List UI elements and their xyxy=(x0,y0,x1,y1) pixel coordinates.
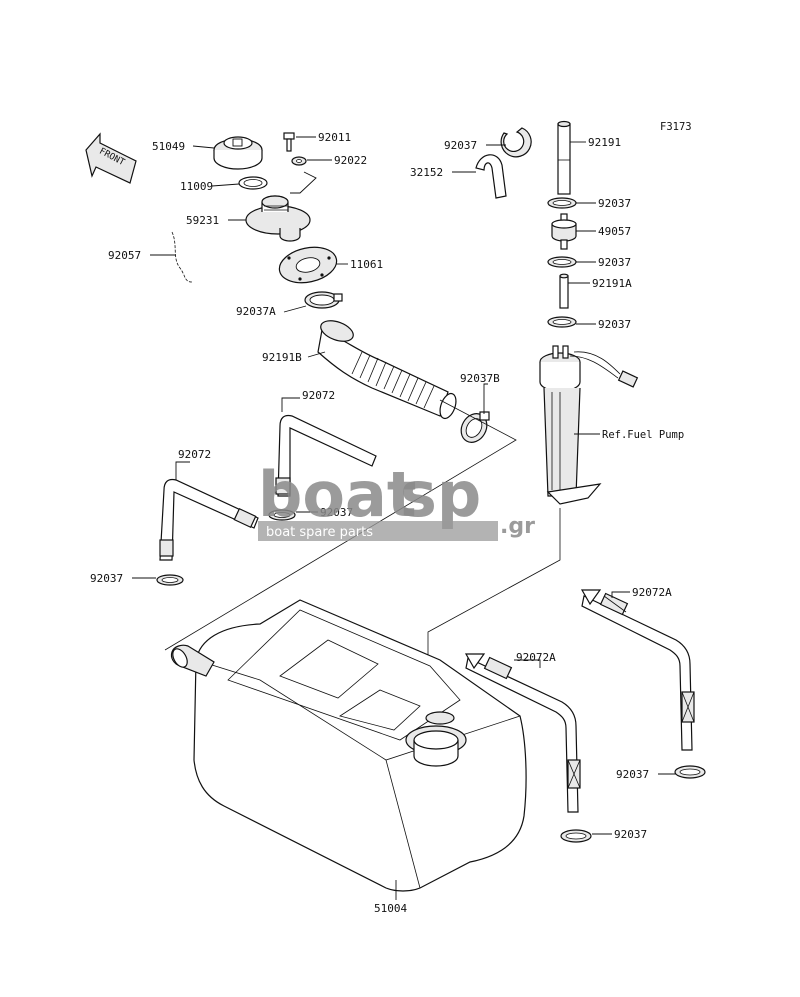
flange-gasket-11061 xyxy=(278,246,338,284)
callout-92057: 92057 xyxy=(108,249,141,262)
watermark-tld: .gr xyxy=(500,514,535,539)
callout-92037-top: 92037 xyxy=(444,139,477,152)
filler-hose-92191B xyxy=(317,320,457,420)
leader-hose-to-tank xyxy=(164,399,517,651)
callout-92037-br2: 92037 xyxy=(614,828,647,841)
callout-92072-upper: 92072 xyxy=(302,389,335,402)
hose-32152 xyxy=(475,154,507,199)
callout-92191: 92191 xyxy=(588,136,621,149)
callout-92072A-right: 92072A xyxy=(632,586,672,599)
callout-59231: 59231 xyxy=(186,214,219,227)
callout-92037-r1: 92037 xyxy=(598,197,631,210)
clip-92037-br1 xyxy=(674,765,706,779)
fuel-cap-51049 xyxy=(213,136,263,170)
callout-92037A: 92037A xyxy=(236,305,276,318)
callout-92022: 92022 xyxy=(334,154,367,167)
clip-92037-r2 xyxy=(547,256,577,268)
figure-code: F3173 xyxy=(660,121,692,133)
callout-49057: 49057 xyxy=(598,225,631,238)
callout-92011: 92011 xyxy=(318,131,351,144)
clip-92037-r3 xyxy=(547,316,577,328)
watermark-logo: boat sp .gr boat spare parts xyxy=(258,458,535,541)
tube-92191 xyxy=(557,120,571,195)
callout-92037B: 92037B xyxy=(460,372,500,385)
breather-tube-92057 xyxy=(171,231,193,283)
clamp-92037B xyxy=(460,411,490,443)
filler-neck-59231 xyxy=(245,195,311,242)
check-valve-49057 xyxy=(551,213,577,250)
strap-92072A-right xyxy=(580,589,695,751)
callout-11009: 11009 xyxy=(180,180,213,193)
strap-92072-upper xyxy=(275,414,377,497)
callout-92072-lower: 92072 xyxy=(178,448,211,461)
callout-51004: 51004 xyxy=(374,902,407,915)
callout-92191B: 92191B xyxy=(262,351,302,364)
watermark-brand-a: boat xyxy=(258,458,416,531)
watermark-tagline: boat spare parts xyxy=(266,525,373,540)
clip-92037-br2 xyxy=(560,829,592,843)
callout-92037-left: 92037 xyxy=(90,572,123,585)
bolt-92011 xyxy=(283,132,295,152)
strap-92072A-center xyxy=(464,653,581,813)
callout-92191A: 92191A xyxy=(592,277,632,290)
front-arrow-icon: FRONT xyxy=(85,132,137,184)
tube-92191A xyxy=(559,273,569,309)
clip-92037-mid xyxy=(268,509,296,521)
ref-fuel-pump-label: Ref.Fuel Pump xyxy=(602,429,684,441)
clip-92037-left xyxy=(156,574,184,586)
callout-92037-r2: 92037 xyxy=(598,256,631,269)
watermark-brand-b: sp xyxy=(400,458,481,531)
callout-92072A-center: 92072A xyxy=(516,651,556,664)
clip-92037-r1 xyxy=(547,197,577,209)
callout-32152: 32152 xyxy=(410,166,443,179)
fuel-tank-51004 xyxy=(170,599,527,892)
callout-51049: 51049 xyxy=(152,140,185,153)
callout-92037-br1: 92037 xyxy=(616,768,649,781)
strap-92072-lower xyxy=(159,478,259,561)
callout-92037-mid: 92037 xyxy=(320,506,353,519)
clamp-92037A xyxy=(304,291,343,309)
gasket-11009 xyxy=(238,176,268,190)
washer-92022 xyxy=(291,156,307,166)
callout-92037-r3: 92037 xyxy=(598,318,631,331)
fuel-pump-assembly xyxy=(539,345,639,505)
clip-92037-top xyxy=(500,127,532,158)
callout-11061: 11061 xyxy=(350,258,383,271)
